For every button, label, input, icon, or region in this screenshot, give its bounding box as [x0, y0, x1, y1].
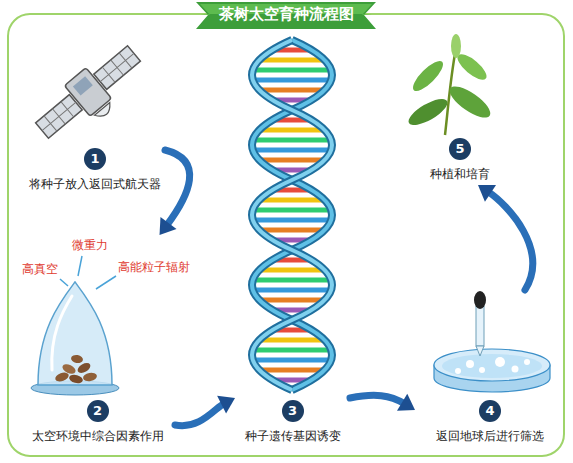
satellite-window	[73, 76, 93, 95]
frame	[8, 14, 564, 456]
step-number: 1	[84, 148, 106, 170]
seed	[68, 373, 84, 384]
arrow-line	[488, 192, 533, 290]
dna-strand	[252, 40, 332, 390]
step-number: 2	[87, 400, 109, 422]
dna-strand	[252, 40, 332, 390]
step-number: 5	[449, 138, 471, 160]
petri-dish	[434, 291, 550, 392]
process-step: 4 返回地球后进行筛选	[415, 290, 565, 447]
flow-arrow	[160, 150, 190, 235]
satellite	[29, 38, 152, 153]
process-step: 2 太空环境中综合因素作用	[20, 235, 175, 447]
step-number: 3	[282, 400, 304, 422]
pipette-tip	[476, 346, 484, 356]
bubble	[466, 360, 474, 368]
seed	[70, 354, 83, 364]
process-step: 1 将种子放入返回式航天器	[25, 45, 165, 195]
ray	[96, 276, 116, 289]
bubble	[479, 367, 485, 373]
dna-helix	[252, 40, 332, 390]
tea-bud	[451, 34, 461, 58]
arrow-head	[478, 185, 496, 202]
flow-arrow	[478, 185, 533, 290]
step-caption: 将种子放入返回式航天器	[29, 176, 161, 192]
dish-rim	[434, 349, 550, 381]
ray	[78, 256, 82, 276]
step-number: 4	[479, 400, 501, 422]
step-caption: 太空环境中综合因素作用	[32, 428, 164, 444]
factor-label: 高真空	[22, 262, 58, 276]
step-caption: 种子遗传基因诱变	[245, 428, 341, 444]
bubble	[495, 357, 505, 367]
solar-panel	[94, 46, 141, 90]
bubble	[512, 366, 519, 373]
dish-liquid	[442, 354, 542, 378]
title-text: 茶树太空育种流程图	[200, 1, 372, 28]
tea-leaf	[405, 94, 451, 130]
satellite-dish	[94, 102, 114, 120]
step-caption: 种植和培育	[430, 166, 490, 182]
seed	[76, 361, 92, 375]
vacuum-jar	[31, 256, 119, 395]
title-banner	[196, 2, 376, 29]
panel-grid	[94, 46, 141, 90]
tea-leaf	[409, 57, 447, 95]
process-step: 3 种子遗传基因诱变	[235, 35, 350, 447]
seed	[61, 362, 77, 375]
jar-shine	[52, 296, 72, 370]
solar-panel	[36, 95, 83, 139]
arrow-line	[175, 403, 224, 425]
factor-label: 微重力	[72, 238, 108, 252]
dna-strand	[252, 40, 332, 390]
arrow-line	[165, 150, 190, 225]
jar-dome	[38, 282, 112, 385]
ray	[60, 279, 68, 286]
flow-arrow	[175, 396, 235, 426]
arrow-head	[160, 217, 177, 235]
arrow-head	[397, 394, 415, 411]
pipette-bulb	[474, 291, 486, 309]
factor-label: 高能粒子辐射	[118, 260, 190, 274]
process-step: 5 种植和培育	[400, 35, 520, 185]
seed	[82, 372, 97, 382]
bubble	[455, 368, 461, 374]
bubble	[524, 359, 530, 365]
tea-branch	[405, 34, 495, 135]
dna-strand	[252, 40, 332, 390]
pipette-tube	[476, 306, 484, 346]
step-caption: 返回地球后进行筛选	[436, 428, 544, 444]
arrow-line	[350, 395, 405, 403]
tea-leaf	[445, 81, 495, 123]
panel-grid	[36, 95, 83, 139]
arrow-head	[217, 396, 235, 414]
flow-arrow	[350, 394, 415, 411]
